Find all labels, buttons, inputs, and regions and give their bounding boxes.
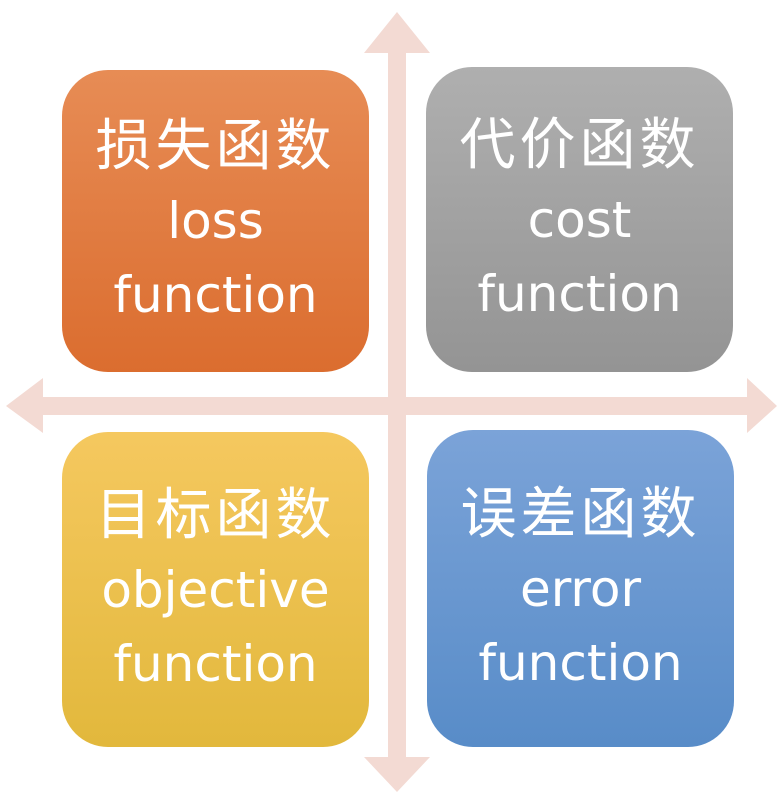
objective-term-chinese: 目标函数 xyxy=(95,482,336,548)
error-term-chinese: 误差函数 xyxy=(460,481,701,547)
loss-term-english-line1: loss xyxy=(167,192,264,250)
cost-term-english-line2: function xyxy=(477,264,682,323)
objective-term-english-line2: function xyxy=(113,634,318,693)
loss-term-english-line2: function xyxy=(113,266,318,324)
loss-term-chinese: 损失函数 xyxy=(95,114,336,179)
quadrant-objective-function: 目标函数 objective function xyxy=(62,432,369,747)
horizontal-axis-arrow xyxy=(6,378,777,433)
error-term-english-line2: function xyxy=(478,633,683,692)
quadrant-error-function: 误差函数 error function xyxy=(427,430,734,747)
cost-term-english-line1: cost xyxy=(527,190,632,249)
objective-term-english-line1: objective xyxy=(101,560,330,619)
cost-term-chinese: 代价函数 xyxy=(459,112,700,178)
quadrant-cost-function: 代价函数 cost function xyxy=(426,67,733,372)
error-term-english-line1: error xyxy=(519,559,642,618)
quadrant-loss-function: 损失函数 loss function xyxy=(62,70,369,372)
